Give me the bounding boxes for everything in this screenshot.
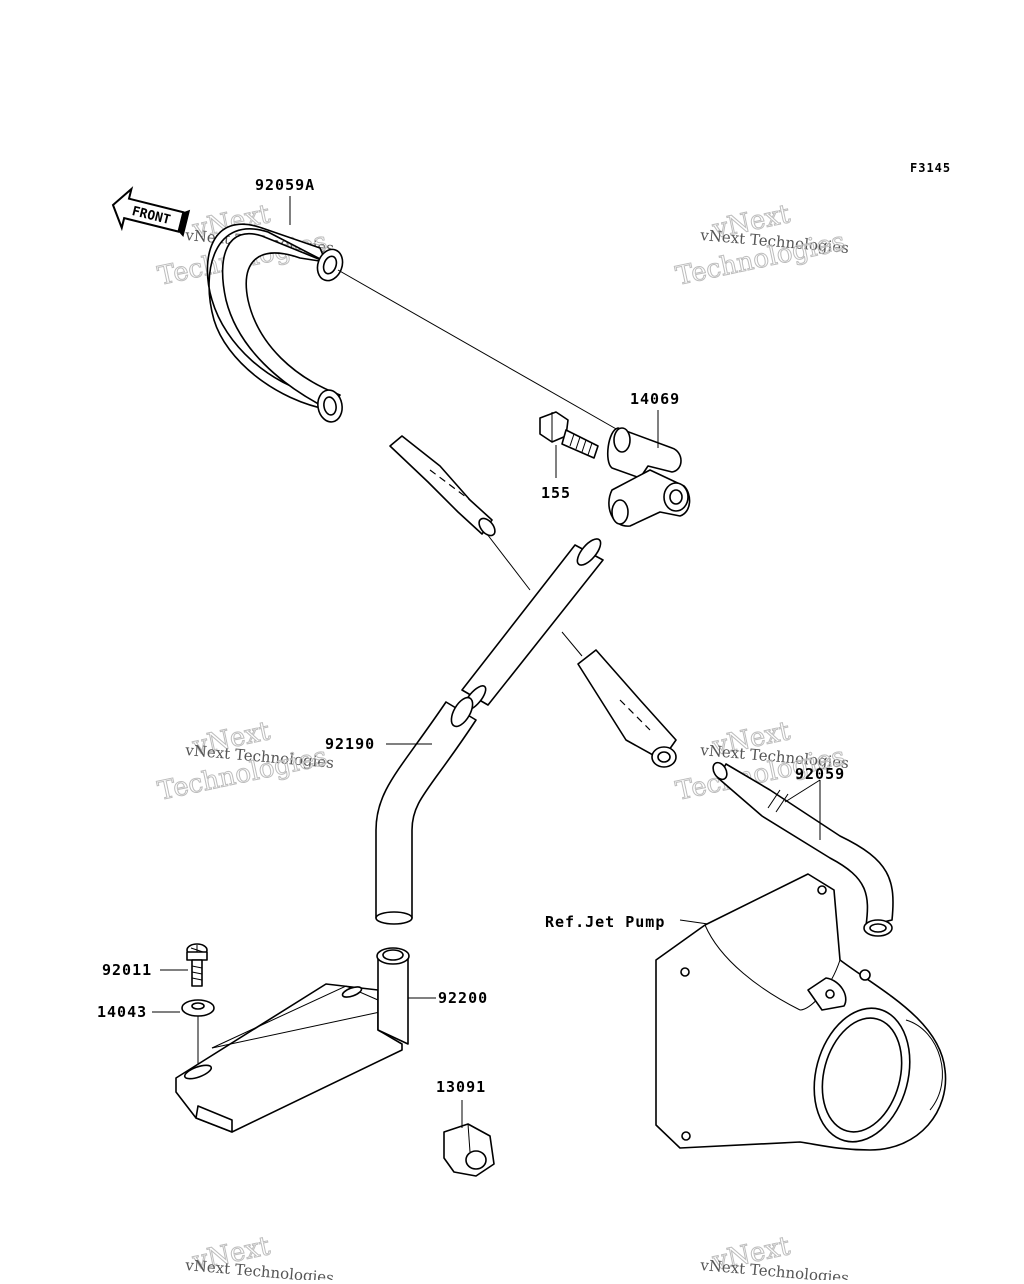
callout-92200: 14043 <box>97 1003 147 1021</box>
bracket-14043 <box>175 947 436 1133</box>
callout-155: 155 <box>541 484 571 502</box>
hose-92059 <box>712 761 894 937</box>
callout-14043: 92200 <box>438 989 488 1007</box>
callout-13091: 13091 <box>436 1078 486 1096</box>
diagram-code: F3145 <box>910 161 951 175</box>
callout-92011: 92011 <box>102 961 152 979</box>
fitting-14069 <box>606 410 691 527</box>
front-arrow-icon: FRONT <box>111 186 191 237</box>
hose-92059A <box>206 196 619 431</box>
watermark-top-right: vNext vNext Technologies Technologies <box>673 199 850 293</box>
watermark-bottom-left: vNext vNext Technologies <box>184 1231 335 1284</box>
callout-14069: 14069 <box>630 390 680 408</box>
hose-upper-segment <box>389 435 531 591</box>
washer-92200 <box>152 999 215 1068</box>
jet-pump <box>655 873 947 1151</box>
watermark-mid-left: vNext vNext Technologies Technologies <box>155 716 335 808</box>
bolt-155 <box>539 411 599 478</box>
screw-92011 <box>160 943 208 987</box>
callout-92190: 92190 <box>325 735 375 753</box>
hose-right-segment <box>577 649 677 768</box>
callout-92059: 92059 <box>795 765 845 783</box>
clip-13091 <box>443 1100 495 1177</box>
hose-main-straight <box>461 538 604 711</box>
callout-92059A: 92059A <box>255 176 315 194</box>
callout-ref-jet-pump: Ref.Jet Pump <box>545 913 665 931</box>
hose-92190 <box>375 696 477 925</box>
watermark-bottom-right: vNext vNext Technologies <box>699 1231 850 1284</box>
